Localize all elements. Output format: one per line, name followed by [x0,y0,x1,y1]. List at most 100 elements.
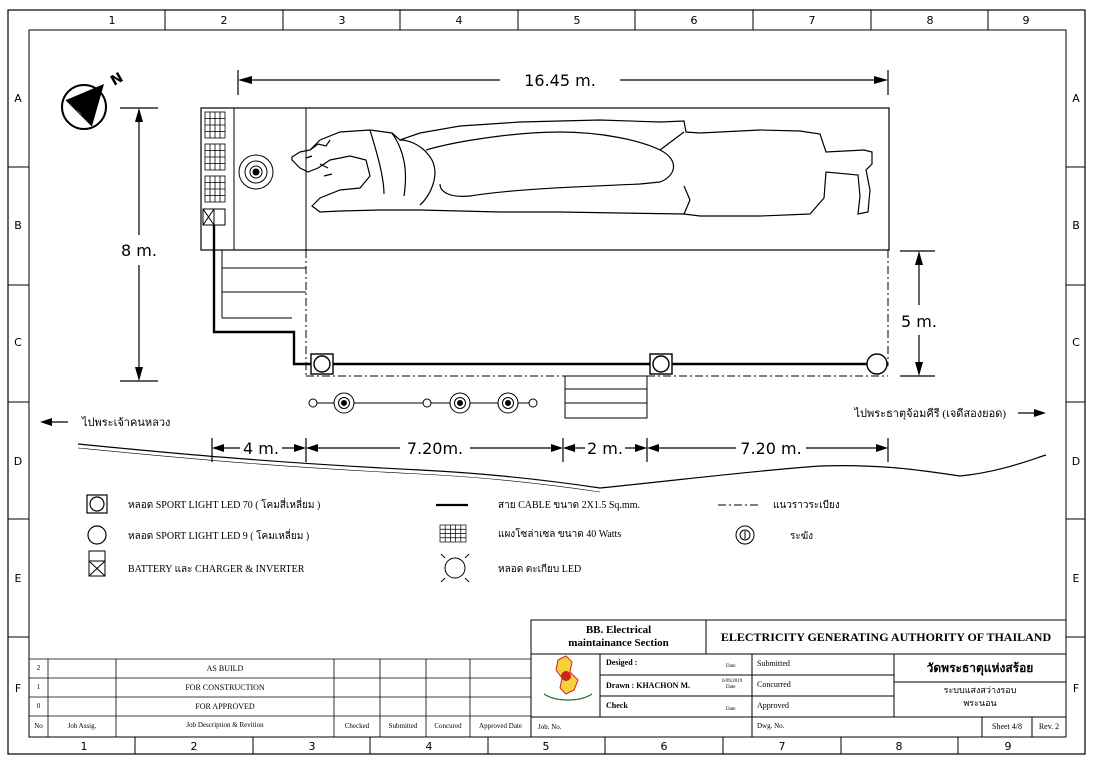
row-label: C [1072,336,1080,349]
sheet-number: Sheet 4/8 [992,722,1022,731]
rev-no: 1 [36,683,41,691]
col-label: 6 [661,740,668,753]
dim-seg-label: 2 m. [587,439,623,458]
left-grid [8,166,1085,638]
dim-height-right-label: 5 m. [901,312,937,331]
submitted-label: Submitted [757,659,790,668]
rev-desc: FOR APPROVED [195,702,255,711]
date-label: Date [726,685,736,690]
legend-solar-label: แผงโซล่าเซล ขนาด 40 Watts [498,527,621,540]
subtitle-line2: พระนอน [963,698,997,708]
row-label: D [1072,455,1080,468]
col-label: 2 [221,14,228,27]
direction-right-label: ไปพระธาตุจ้อมคีรี (เจดีสองยอด) [854,407,1007,420]
col-label: 2 [191,740,198,753]
row-label: F [1073,682,1079,695]
legend-bulb-label: หลอด ตะเกียบ LED [498,563,581,575]
col-label: 9 [1023,14,1030,27]
north-label: N [108,70,126,90]
dim-height-left [120,107,158,382]
rev-desc: AS BUILD [206,664,244,673]
revision-number: Rev. 2 [1038,722,1060,731]
row-label: D [14,455,22,468]
north-arrow-icon: N [61,70,126,130]
rev-header-no: No [34,722,43,730]
reclining-buddha-figure [291,119,873,217]
col-label: 5 [543,740,550,753]
dim-height-left-label: 8 m. [121,241,157,260]
dim-total-length [237,70,889,95]
road-edge [77,443,1047,489]
rev-header-concured: Concured [434,722,462,730]
project-subtitle: ระบบแสงสว่างรอบ พระนอน [894,684,1066,710]
entrance-steps [221,250,648,419]
row-label: E [15,572,22,585]
direction-right-arrow-icon [1018,409,1046,417]
road-edge [77,447,601,493]
top-grid [164,10,989,30]
direction-left-label: ไปพระเจ้าคนหลวง [81,416,170,429]
rev-header-submitted: Submitted [388,722,418,730]
row-label: A [1072,92,1080,105]
row-label: E [1073,572,1080,585]
dim-height-right [900,250,935,377]
legend-flood9-label: หลอด SPORT LIGHT LED 9 ( โคมเหลี่ยม ) [128,528,309,542]
outer-frame [7,9,1086,755]
col-label: 5 [574,14,581,27]
col-label: 9 [1005,740,1012,753]
legend-battery-label: BATTERY และ CHARGER & INVERTER [128,564,305,575]
subtitle-line1: ระบบแสงสว่างรอบ [943,685,1017,695]
row-label: F [15,682,21,695]
sport-light-70-icon [649,353,673,375]
col-label: 3 [339,14,346,27]
dwg-no-label: Dwg. No. [757,722,785,730]
cable-route [212,225,876,366]
row-label: B [1072,219,1080,232]
rev-header-checked: Checked [344,722,370,730]
drawn-date: 6/09/2019 [722,679,743,684]
legend-sport-light-9-icon [87,525,107,545]
bell-row [308,392,538,414]
row-label: C [14,336,22,349]
rev-header-approved-date: Approved Date [479,722,522,730]
revision-table [29,658,531,737]
col-label: 8 [896,740,903,753]
legend-battery-icon [88,550,106,577]
rev-no: 2 [36,664,41,672]
company-name: ELECTRICITY GENERATING AUTHORITY OF THAI… [720,630,1052,644]
col-label: 4 [426,740,433,753]
col-label: 1 [109,14,116,27]
designed-label: Desiged : [606,658,638,667]
legend-bell-label: ระฆัง [790,531,813,542]
section-line2: maintainance Section [568,637,669,649]
title-block [530,619,1067,738]
legend-bell-icon [735,525,755,545]
check-label: Check [606,701,628,710]
job-no-label: Job. No. [538,723,562,731]
project-title: วัดพระธาตุแห่งสร้อย [926,661,1034,675]
col-label: 1 [81,740,88,753]
concurred-label: Concurred [757,680,791,689]
direction-left-arrow-icon [40,418,68,426]
dim-chain [211,438,889,462]
rev-header-job: Job Assig. [67,722,97,730]
date-label: Date [726,707,736,712]
legend-sport-light-70-icon [86,494,108,514]
legend-cable-label: สาย CABLE ขนาด 2X1.5 Sq.mm. [498,500,640,511]
reclining-buddha-hall [200,107,890,251]
railing-line [305,250,889,377]
col-label: 7 [779,740,786,753]
bottom-grid [134,737,959,754]
rev-no: 0 [36,702,41,710]
sport-light-9-icon [866,353,888,375]
legend: หลอด SPORT LIGHT LED 70 ( โคมสี่เหลี่ยม … [86,494,840,583]
sport-light-70-icon [310,353,334,375]
dim-chain-arrows [212,444,888,452]
egat-logo [543,655,593,701]
grid-labels: 1 2 3 4 5 6 7 8 9 1 2 3 4 5 6 7 8 9 A B … [14,14,1080,753]
rev-header-desc: Job Description & Revition [186,721,264,729]
bell-icon [238,154,274,190]
section-title: BB. Electrical maintainance Section [531,620,706,654]
drawn-label: Drawn : KHACHON M. [606,681,690,690]
